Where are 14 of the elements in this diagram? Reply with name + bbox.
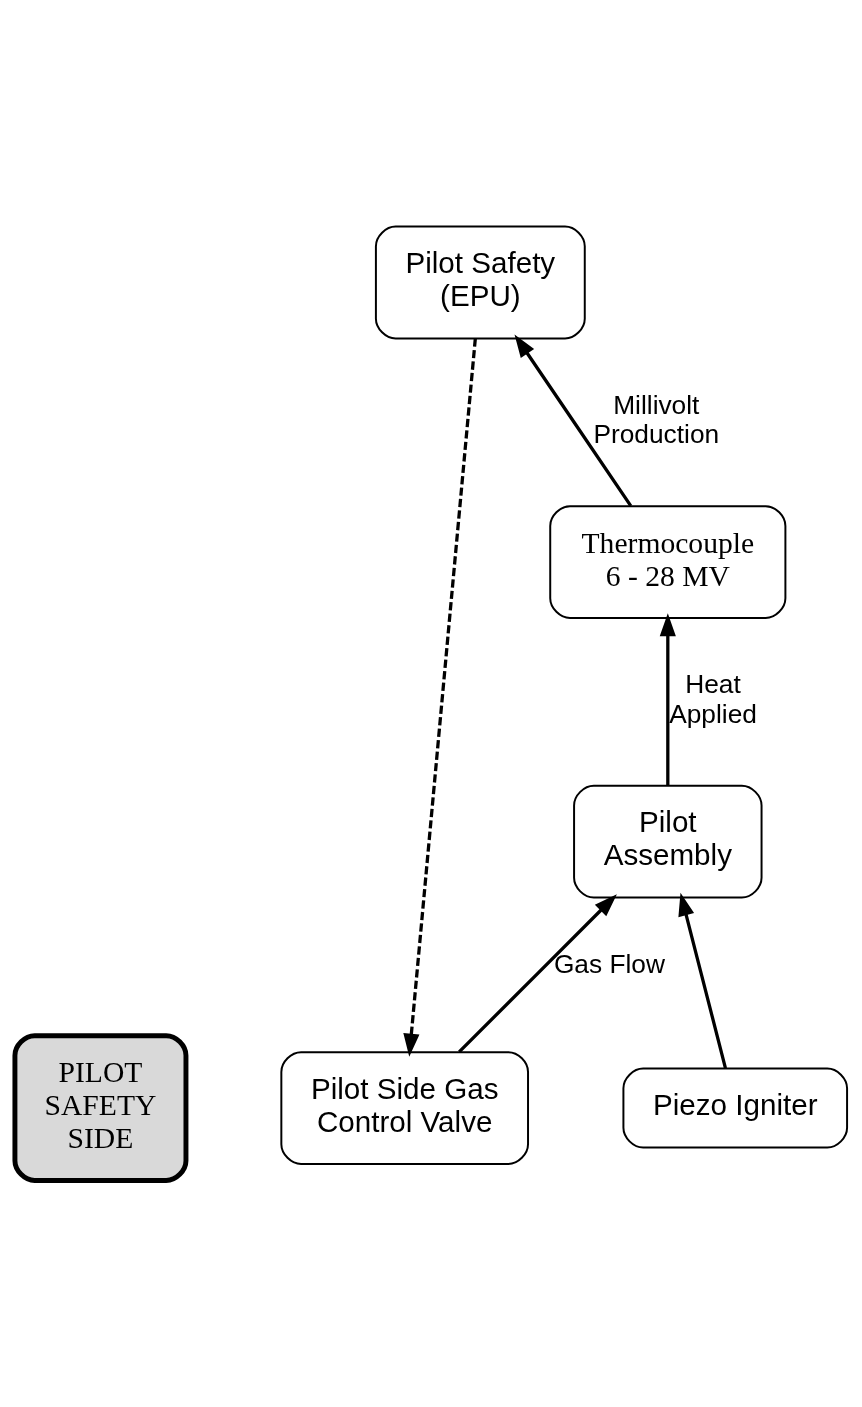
arrow — [514, 334, 633, 507]
arrow — [678, 892, 728, 1069]
node-box: Pilot Assembly — [573, 784, 763, 899]
node-box: Thermocouple 6 - 28 MV — [549, 505, 787, 619]
arrow — [403, 338, 477, 1057]
node-box: Pilot Side Gas Control Valve — [280, 1051, 529, 1165]
node-box: PILOT SAFETY SIDE — [12, 1033, 189, 1183]
arrow — [458, 894, 617, 1054]
edge-label: Millivolt Production — [593, 389, 720, 450]
edge-label: Heat Applied — [669, 669, 757, 729]
arrow — [659, 613, 676, 786]
node-box: Piezo Igniter — [622, 1067, 849, 1149]
node-box: Pilot Safety (EPU) — [374, 225, 586, 340]
edge-label: Gas Flow — [553, 948, 665, 979]
